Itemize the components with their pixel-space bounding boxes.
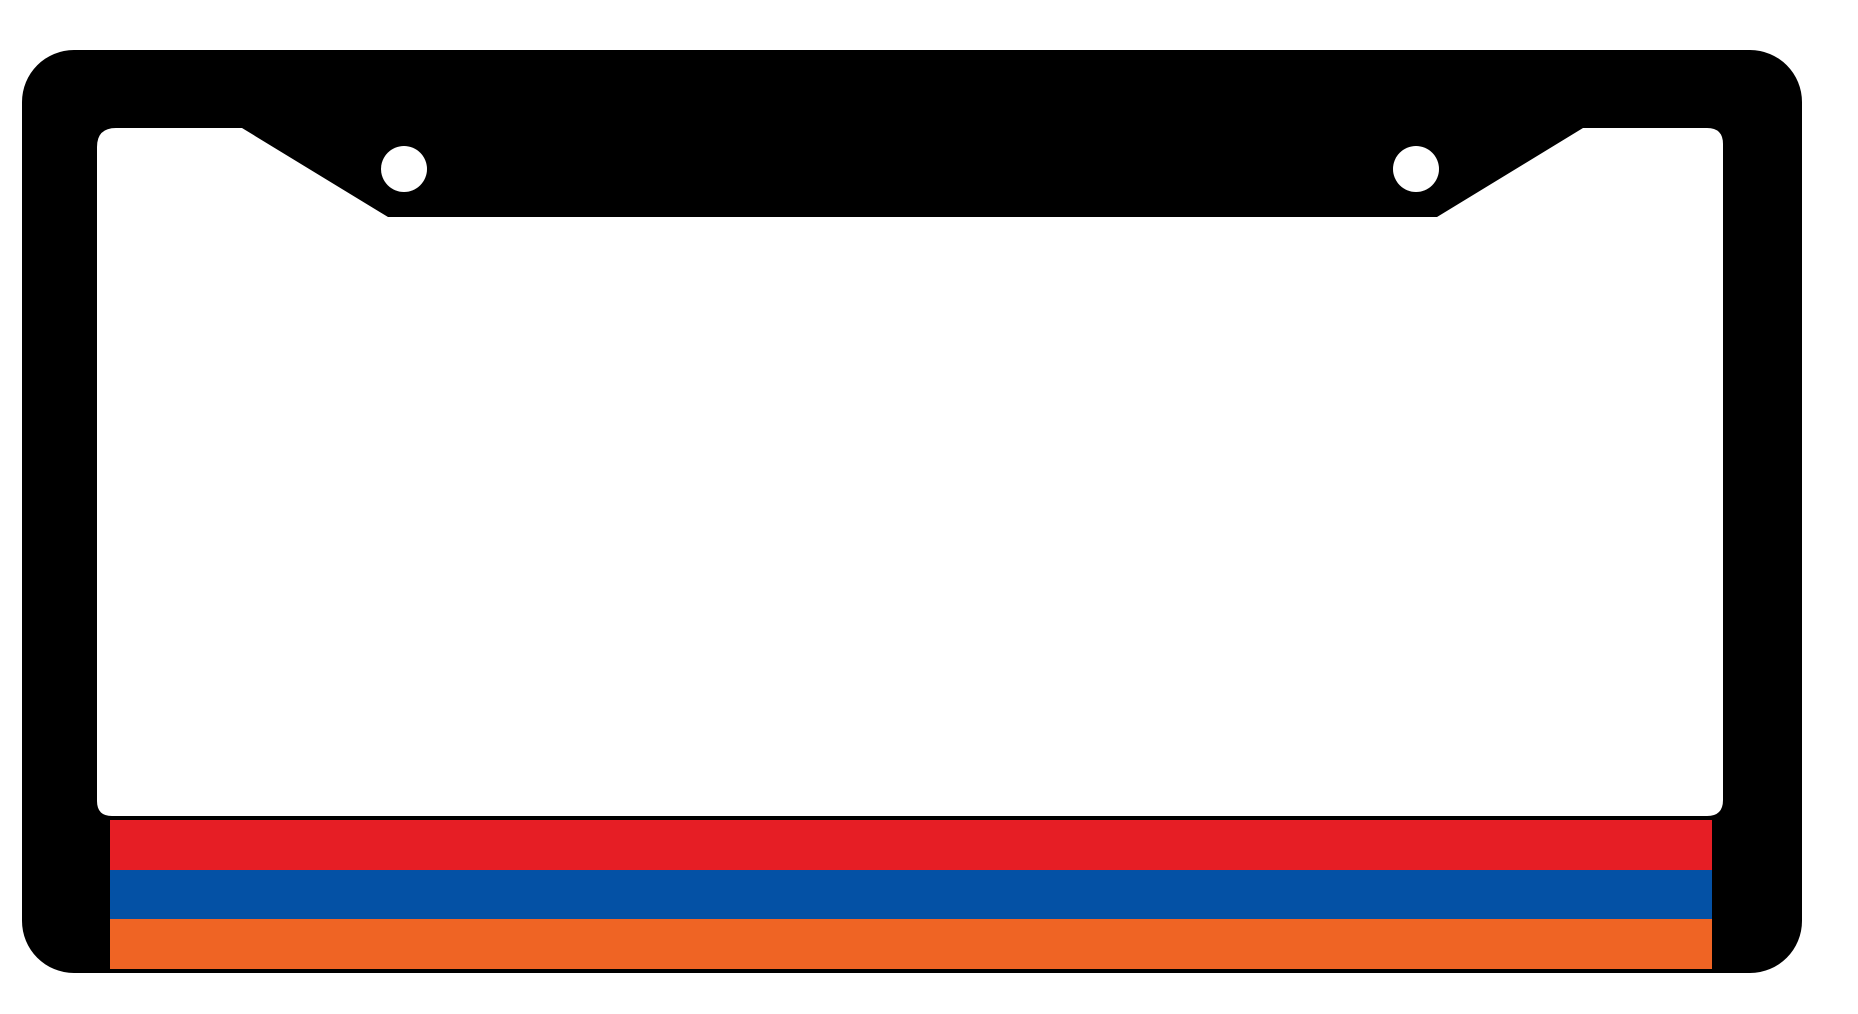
mount-hole-left bbox=[381, 146, 427, 192]
mount-hole-right bbox=[1393, 146, 1439, 192]
flag-stripe-orange bbox=[110, 919, 1712, 969]
flag-stripe-blue bbox=[110, 870, 1712, 919]
flag-stripe-red bbox=[110, 820, 1712, 870]
plate-window bbox=[97, 128, 1723, 816]
flag-stripe-band bbox=[110, 820, 1712, 969]
